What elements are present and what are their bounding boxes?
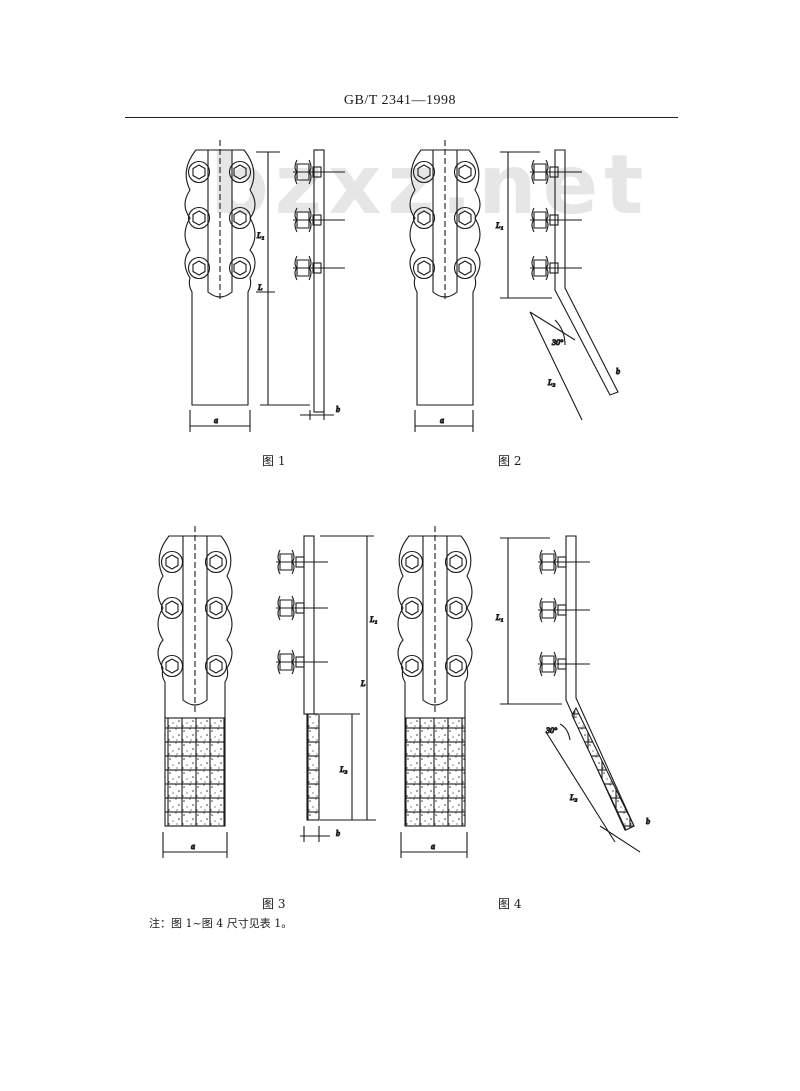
fig4-dim-b: b: [646, 817, 650, 826]
fig2-dim-angle: 30°: [551, 338, 564, 347]
fig1-dim-l1: L₁: [256, 231, 264, 240]
table-reference-note: 注：图 1~图 4 尺寸见表 1。: [149, 917, 293, 930]
fig4-dim-l2: L₂: [569, 793, 577, 802]
fig1-dim-a: a: [214, 416, 218, 425]
fig3-dim-l: L: [360, 679, 366, 688]
figure-3-label: 图 3: [262, 897, 286, 911]
header-rule: [125, 117, 678, 118]
fig2-dim-l1: L₁: [495, 221, 503, 230]
fig3-dim-b: b: [336, 829, 340, 838]
fig1-dim-b: b: [336, 405, 340, 414]
figure-4-label: 图 4: [498, 897, 522, 911]
figure-4-drawing: [397, 526, 641, 858]
fig1-dim-l: L: [257, 283, 263, 292]
watermark: bzxz.net: [210, 138, 650, 233]
figure-1-label: 图 1: [262, 454, 286, 468]
fig3-dim-a: a: [191, 842, 195, 851]
fig2-dim-a: a: [440, 416, 444, 425]
figure-3-drawing: [157, 526, 376, 858]
page-header: GB/T 2341—1998: [343, 93, 457, 108]
fig3-dim-l2: L₂: [339, 765, 347, 774]
fig2-dim-b: b: [616, 367, 620, 376]
figure-2-drawing: [409, 140, 619, 432]
figure-1-drawing: [184, 140, 346, 432]
fig4-dim-a: a: [431, 842, 435, 851]
fig4-dim-l1: L₁: [495, 613, 503, 622]
figure-2-label: 图 2: [498, 454, 522, 468]
fig4-dim-angle: 30°: [545, 726, 558, 735]
fig2-dim-l2: L₂: [547, 378, 555, 387]
fig3-dim-l1: L₁: [369, 615, 377, 624]
